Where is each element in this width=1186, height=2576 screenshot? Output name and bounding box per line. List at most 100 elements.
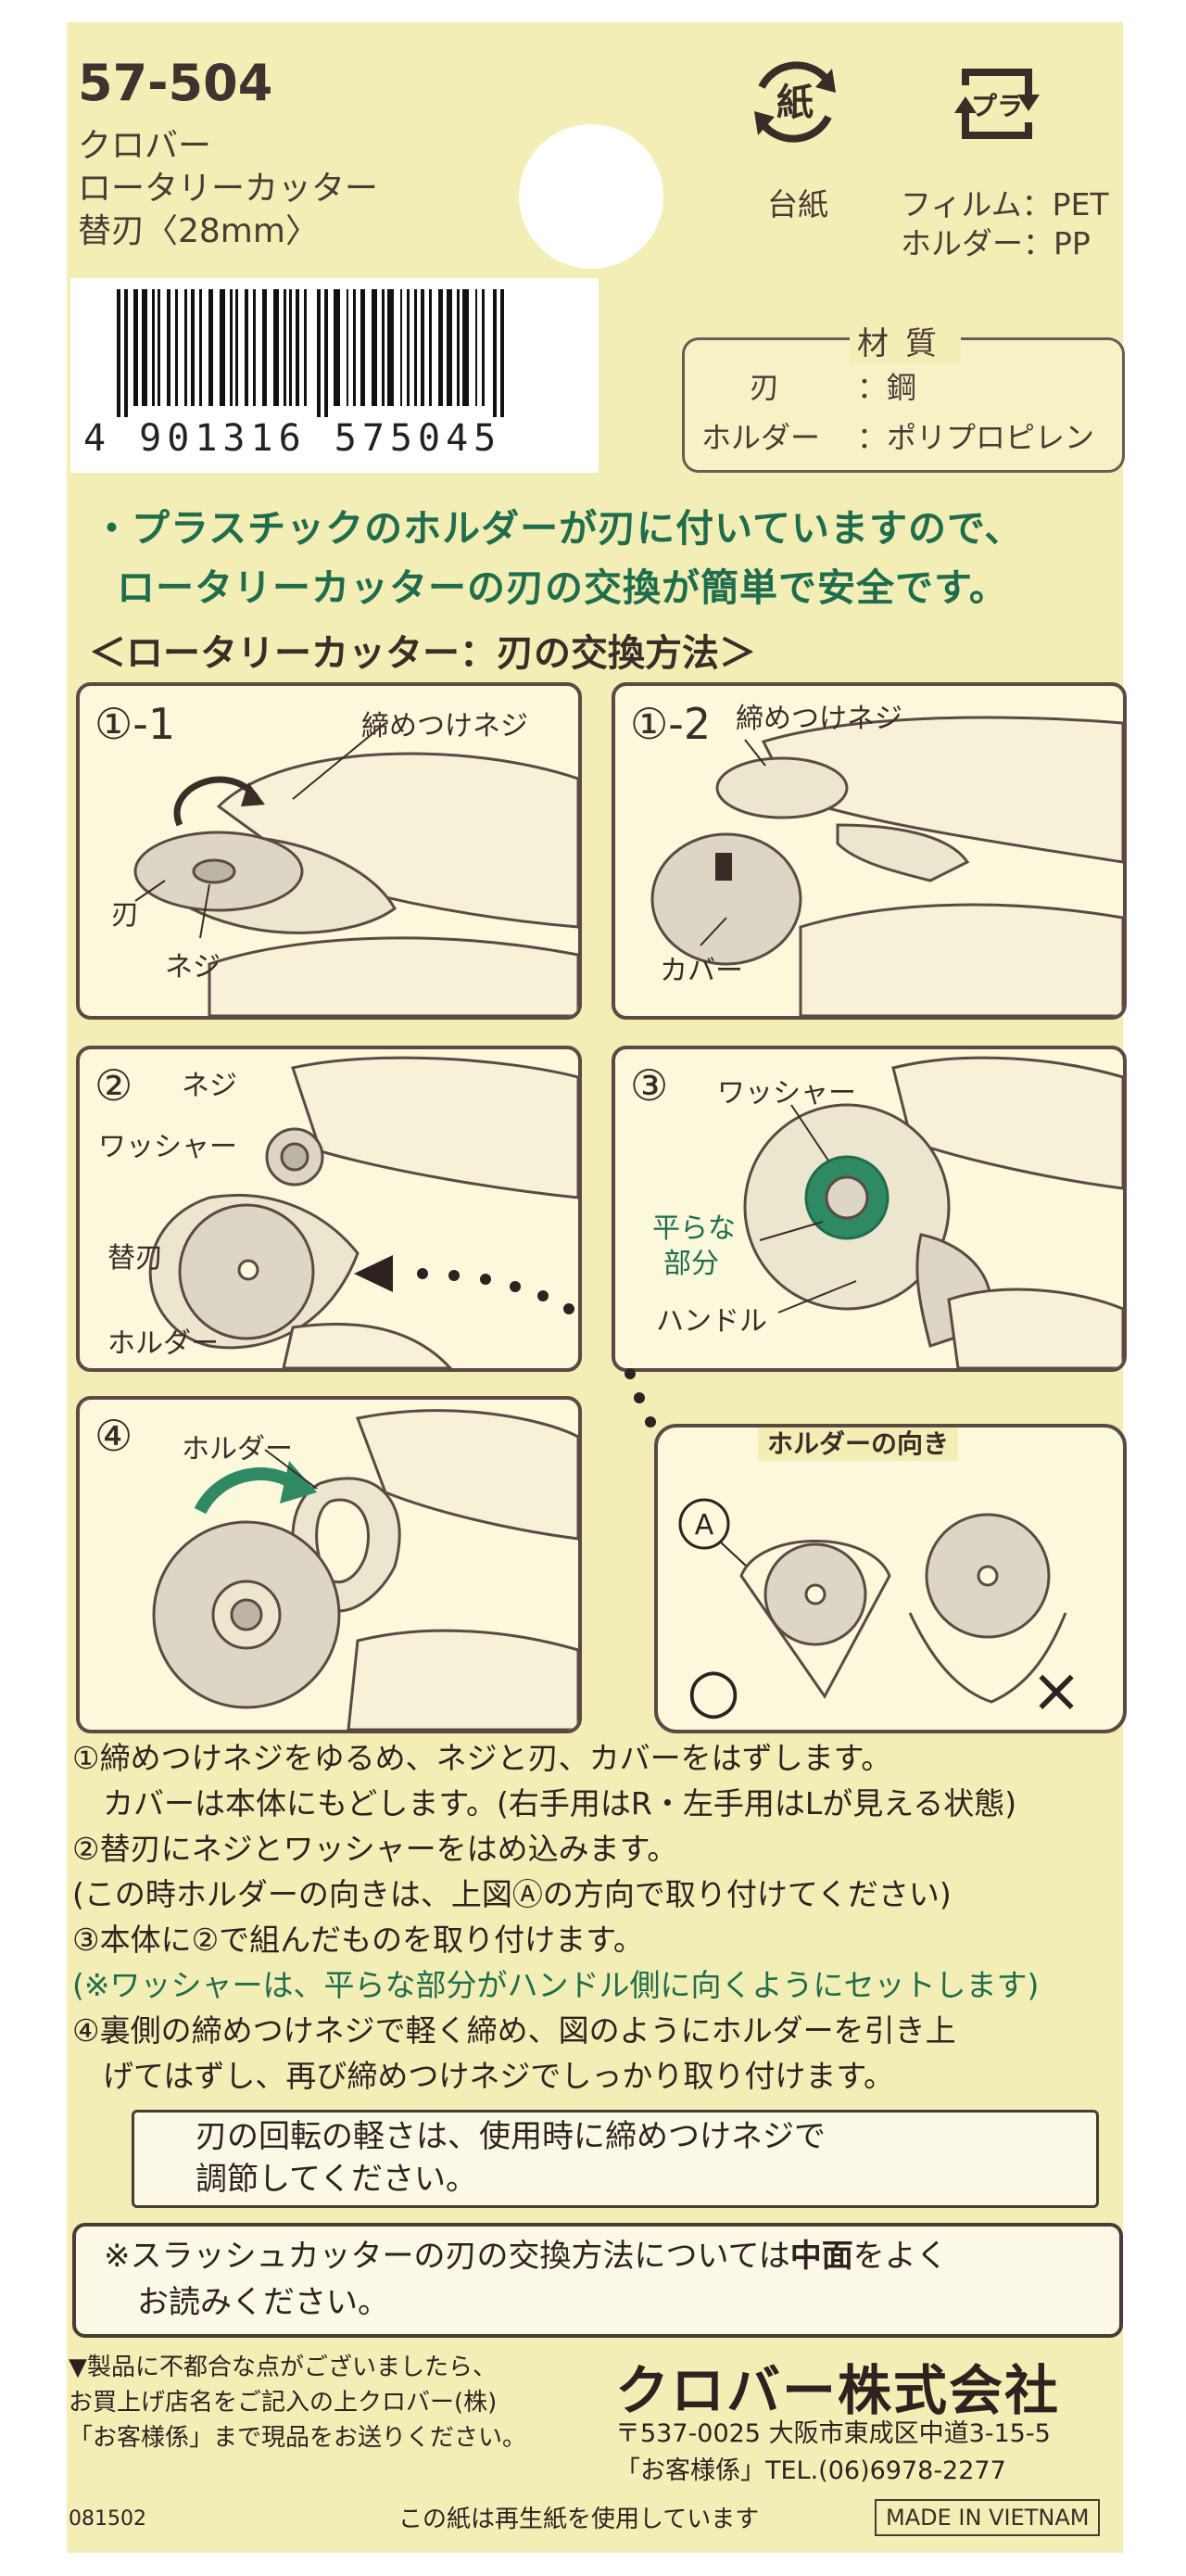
product-name: ロータリーカッター [78,170,379,208]
instruction-line: ③本体に②で組んだものを取り付けます。 [72,1922,644,1958]
paper-mark-text: 紙 [776,82,814,124]
film-label: フィルム：PET [901,186,1109,222]
barcode-bar [482,289,485,406]
step-1-2-panel: ①-2 締めつけネジ カバー [612,682,1127,1020]
flat-part-label-1: 平らな [652,1212,736,1245]
barcode-bar [447,289,452,406]
step-3-panel: ③ ワッシャー 平らな 部分 ハンドル [612,1046,1127,1372]
screw-label-2: ネジ [182,1070,237,1102]
barcode-bar [175,289,178,406]
barcode-bar [500,289,504,417]
barcode-bar [245,289,248,406]
barcode-bars [117,289,504,417]
section-title: ＜ロータリーカッター：刃の交換方法＞ [89,632,756,675]
footer-contact-2: お買上げ店名をご記入の上クロバー(株) [69,2389,498,2417]
note-slash-line-1c: をよく [852,2238,948,2275]
barcode-bar [353,289,356,406]
barcode-bar [400,289,402,406]
plastic-recycle-icon: プラ [954,69,1040,139]
barcode-bar [152,289,155,406]
holder-orientation-title: ホルダーの向き [758,1428,959,1461]
holder-orientation-illustration: A ○ × [678,1498,1082,1726]
instructions-list: ①締めつけネジをゆるめ、ネジと刃、カバーをはずします。 カバーは本体にもどします… [72,1735,1117,2099]
step-1-1-panel: ①-1 締めつけネジ 刃 ネジ [76,682,582,1020]
hang-hole [519,124,663,269]
cover-label: カバー [660,955,743,987]
barcode-bar [372,289,377,406]
barcode-bar [253,289,256,406]
orientation-marker: A [695,1509,714,1542]
barcode-bar [220,289,225,406]
barcode-bar [429,289,432,406]
lead-line-1: ・プラスチックのホルダーが刃に付いていますので、 [93,506,1024,551]
customer-service-tel: 「お客様係」TEL.(06)6978-2277 [615,2456,1006,2485]
barcode-bar [475,289,477,406]
materials-box: 材質 刃 ：鋼 ホルダー ：ポリプロピレン [682,318,1125,473]
ok-mark: ○ [687,1655,740,1726]
step-4-panel: ④ ホルダー [76,1396,582,1733]
barcode-bar [360,289,365,406]
barcode-bar [296,289,299,406]
step-4-illustration [152,1409,578,1730]
step-1-1-illustration [133,722,578,1016]
step-2-illustration [148,1056,578,1368]
plastic-recycle-mark: プラ [945,52,1049,159]
holder-material-label: ホルダー：PP [901,225,1091,261]
material-blade: ：鋼 [857,370,917,405]
holder-label-2: ホルダー [182,1433,293,1466]
step-3-number: ③ [630,1060,669,1110]
made-in-label: MADE IN VIETNAM [875,2499,1101,2536]
washer-label-2: ワッシャー [717,1077,856,1110]
barcode-bar [191,289,195,406]
note-rotation-box: 刃の回転の軽さは、使用時に締めつけネジで 調節してください。 [132,2110,1099,2208]
barcode-bar [208,289,213,406]
materials-title: 材質 [850,318,961,363]
barcode-bar [324,289,328,417]
note-slash-line-1: ※スラッシュカッターの刃の交換方法については中面をよく [104,2234,948,2278]
company-name: クロバー株式会社 [615,2359,1061,2422]
blade-spec: 替刃〈28mm〉 [78,212,319,250]
flat-part-label-2: 部分 [663,1248,719,1280]
barcode-bar [457,289,460,406]
barcode-bar [230,289,233,406]
barcode-bar [387,289,394,406]
note-slash-line-1a: ※スラッシュカッターの刃の交換方法については [104,2238,790,2275]
barcode-bar [304,289,307,406]
barcode-bar [124,289,128,417]
note-rotation-line-2: 調節してください。 [196,2161,477,2198]
material-part-blade: 刃 [750,370,780,405]
barcode-bar [158,289,160,406]
barcode-bar [493,289,497,417]
washer-label: ワッシャー [98,1131,237,1163]
note-rotation-line-1: 刃の回転の軽さは、使用時に締めつけネジで [196,2118,826,2155]
paper-label: 台紙 [767,186,828,222]
barcode-bar [199,289,202,406]
paper-recycle-mark: 紙 [743,50,847,158]
barcode-bar [414,289,417,406]
package-card: 57-504 クロバー ロータリーカッター 替刃〈28mm〉 紙 台紙 プラ フ… [67,22,1127,2553]
barcode-bar [273,289,279,406]
barcode-bar [347,289,348,406]
barcode-bar [117,289,120,417]
holder-label: ホルダー [107,1327,219,1360]
brand-name: クロバー [78,127,212,165]
blade-label: 刃 [111,899,139,932]
footer-contact-1: ▼製品に不都合な点がございましたら、 [69,2354,497,2381]
barcode-bar [284,289,286,406]
instruction-line: (この時ホルダーの向きは、上図Ⓐの方向で取り付けてください) [72,1876,952,1912]
tightening-screw-label-2: 締めつけネジ [736,703,902,735]
tightening-screw-label: 締めつけネジ [361,710,528,742]
instruction-line: ④裏側の締めつけネジで軽く締め、図のようにホルダーを引き上 [72,2012,956,2049]
barcode-bar [382,289,385,406]
barcode-bar [235,289,238,406]
paper-recycle-icon: 紙 [754,61,836,143]
barcode-bar [142,289,147,406]
barcode-bar [334,289,340,406]
barcode-bar [421,289,424,406]
barcode-bar [262,289,267,406]
note-slash-emphasis: 中面 [789,2238,853,2275]
plastic-mark-text: プラ [971,91,1023,121]
step-4-number: ④ [95,1411,133,1461]
instruction-line: カバーは本体にもどします。(右手用はR・左手用はLが見える状態) [72,1785,1017,1821]
ng-mark: × [1030,1655,1081,1726]
